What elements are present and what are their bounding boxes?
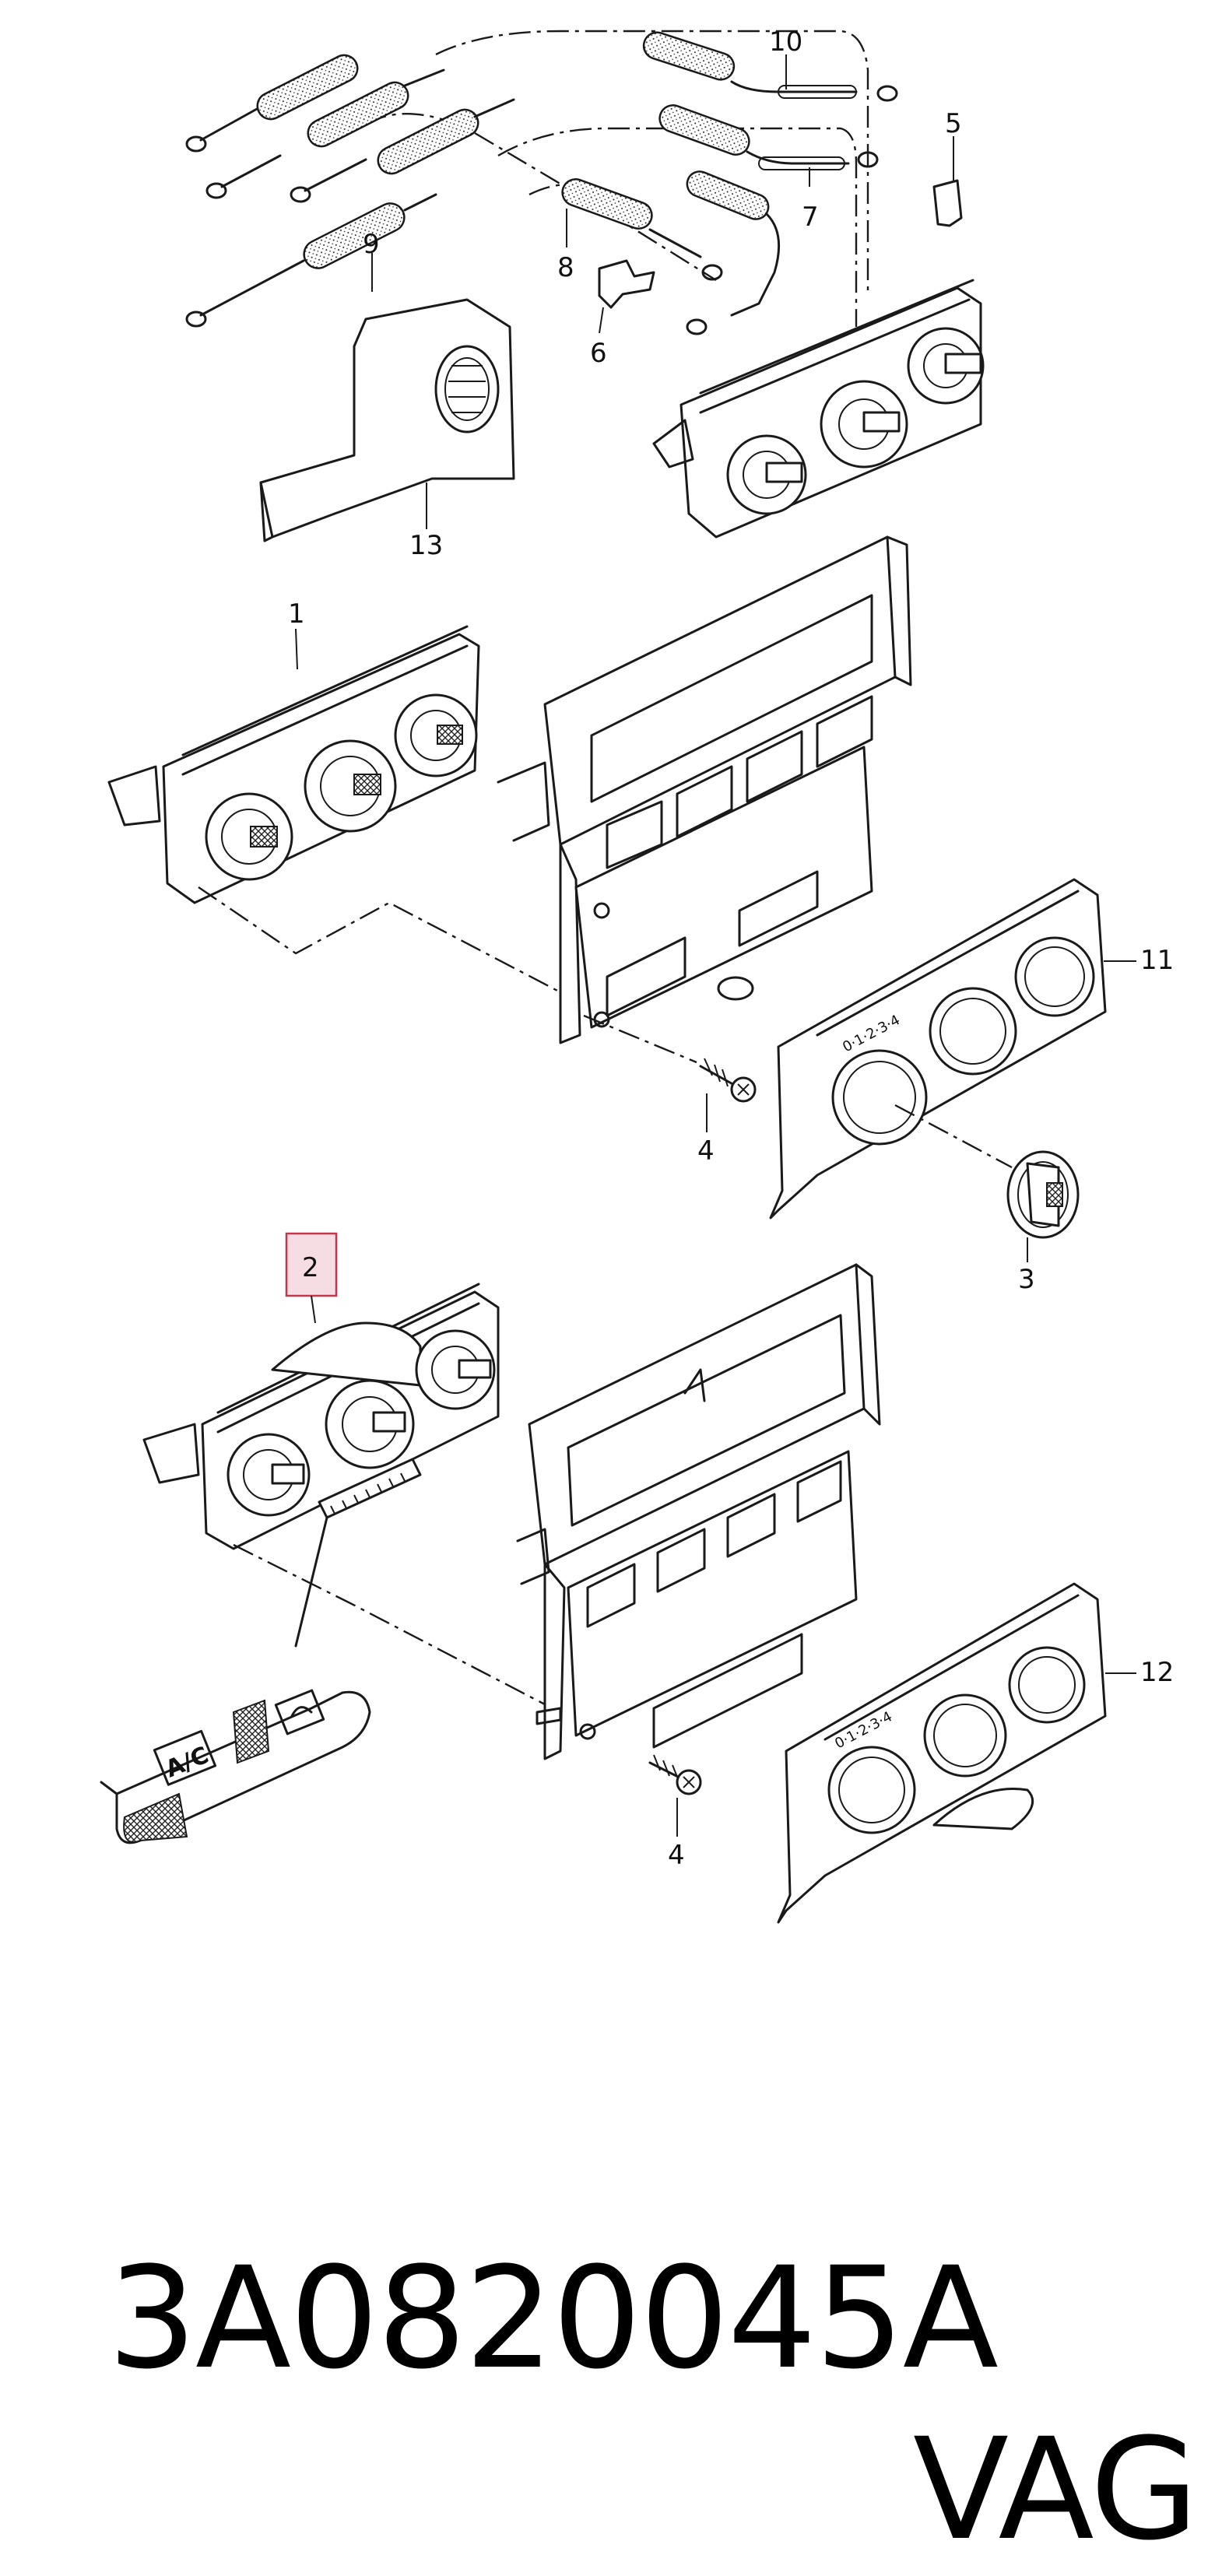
- part-number-footer: 3A0820045A VAG: [22, 2062, 1199, 2571]
- highlight-box: [285, 1232, 338, 1297]
- upper-mounting-frame: [497, 535, 912, 1044]
- callout-8: 8: [557, 252, 574, 283]
- control-module-2: [142, 1283, 546, 1706]
- ac-switch-decal: A/C: [100, 1689, 371, 1844]
- callout-13: 13: [409, 530, 443, 561]
- callout-3: 3: [1018, 1264, 1035, 1295]
- callout-12: 12: [1140, 1657, 1174, 1688]
- callout-5: 5: [945, 108, 962, 139]
- callout-9: 9: [363, 229, 380, 260]
- retaining-clip: [598, 259, 655, 309]
- control-module-1: [107, 625, 561, 994]
- brand-name: VAG: [912, 2409, 1199, 2571]
- lower-mounting-frame: [516, 1263, 881, 1760]
- part-number: 3A0820045A: [107, 2237, 998, 2400]
- exploded-parts-diagram: 0·1·2·3·4 A/C: [100, 26, 1174, 1924]
- control-knob-3: [1006, 1150, 1080, 1239]
- callout-4-lower: 4: [668, 1840, 685, 1871]
- callout-4-upper: 4: [697, 1135, 715, 1167]
- upper-control-module: [652, 279, 985, 539]
- callout-1: 1: [288, 598, 305, 630]
- fascia-panel-11: 0·1·2·3·4: [769, 878, 1107, 1220]
- leader-lines: [295, 54, 1136, 1837]
- trim-cover: [259, 298, 515, 542]
- callout-7: 7: [802, 202, 819, 233]
- callout-11: 11: [1140, 945, 1174, 976]
- callout-10: 10: [769, 26, 802, 58]
- screw-lower: [648, 1754, 702, 1795]
- small-cover-part: [932, 179, 963, 227]
- callout-labels: 10 5 7 8 6 9 13 1 11 4 3 2 12 4: [288, 26, 1174, 1871]
- fascia-panel-12: 0·1·2·3·4: [777, 1582, 1107, 1924]
- cable-group: [185, 30, 898, 335]
- callout-2: 2: [302, 1252, 319, 1283]
- screw-upper: [583, 1014, 757, 1103]
- callout-6: 6: [590, 338, 607, 369]
